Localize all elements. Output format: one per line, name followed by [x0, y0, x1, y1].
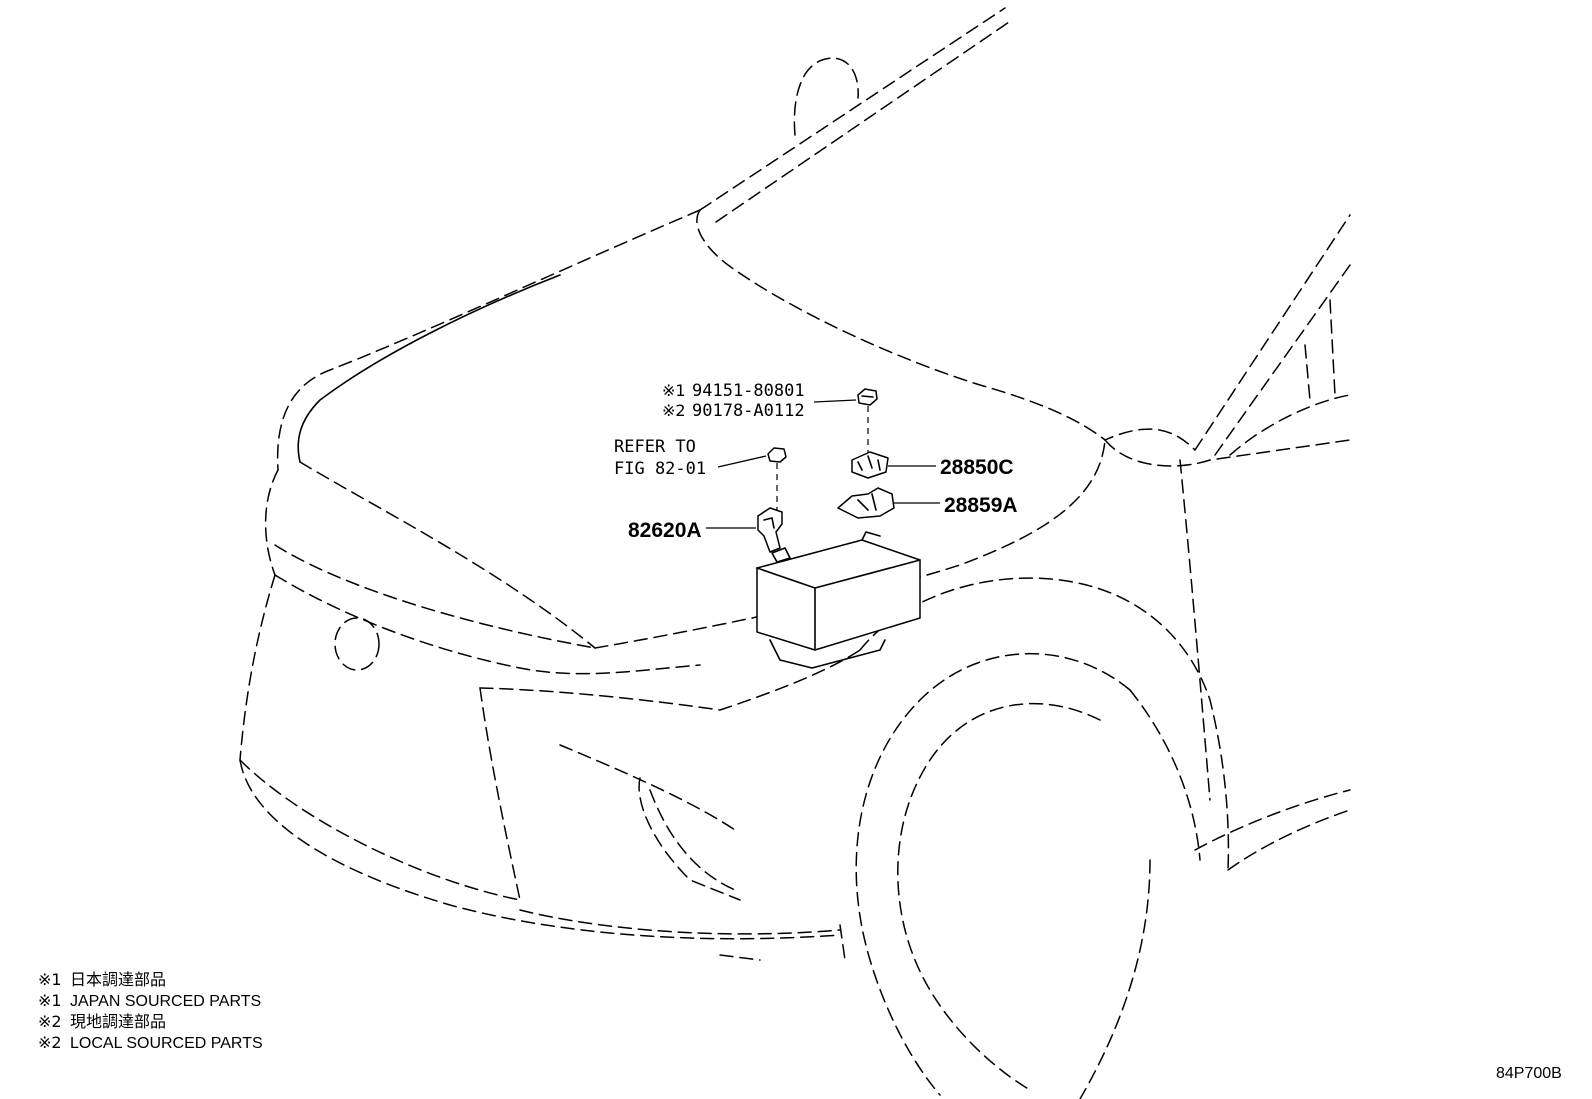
note-2-text: JAPAN SOURCED PARTS: [70, 993, 261, 1010]
leader-lines: [706, 399, 940, 529]
callout-90178-number: 90178-A0112: [692, 401, 805, 421]
note-2-mark: ※1: [38, 991, 62, 1010]
callout-82620a: 82620A: [628, 519, 702, 542]
callout-94151-number: 94151-80801: [692, 381, 805, 401]
note-1-mark: ※1: [38, 970, 62, 989]
refer-fig-label: FIG 82-01: [614, 459, 706, 479]
note-4-mark: ※2: [38, 1033, 62, 1052]
clamp-28850c-icon: [851, 451, 889, 479]
note-3-text: 現地調達部品: [70, 1013, 166, 1031]
callout-94151: ※1 94151-80801: [662, 381, 805, 401]
note-1-text: 日本調達部品: [70, 971, 166, 989]
callout-28850c: 28850C: [940, 456, 1014, 479]
car-body-outline: [239, 7, 1351, 961]
nut-94151-icon: [857, 388, 878, 406]
hold-down-28859a-icon: [837, 487, 895, 519]
figure-id: 84P700B: [1496, 1065, 1562, 1082]
refer-to-label: REFER TO: [614, 437, 696, 457]
nut-refer-icon: [767, 447, 787, 463]
note-3-mark: ※2: [38, 1012, 62, 1031]
sourcing-notes: ※1 日本調達部品 ※1 JAPAN SOURCED PARTS ※2 現地調達…: [38, 970, 263, 1052]
front-wheel: [855, 653, 1201, 1099]
callout-90178-mark: ※2: [662, 401, 686, 420]
callout-90178: ※2 90178-A0112: [662, 401, 805, 421]
note-4-text: LOCAL SOURCED PARTS: [70, 1035, 263, 1052]
callout-94151-mark: ※1: [662, 381, 686, 400]
callout-28859a: 28859A: [944, 494, 1018, 517]
terminal-82620a-icon: [757, 507, 783, 553]
battery: [756, 531, 921, 669]
